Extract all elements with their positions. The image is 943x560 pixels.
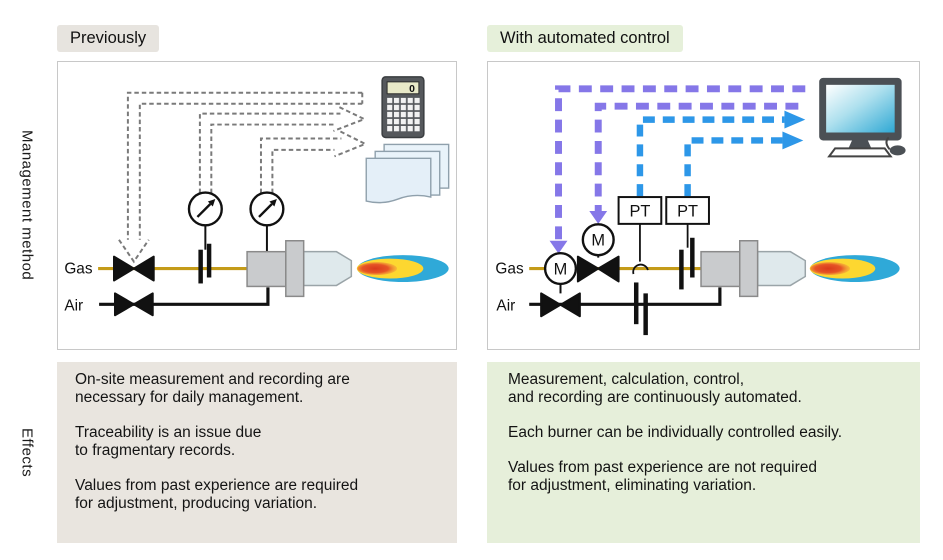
gauge1-record-arrow-shaft xyxy=(198,112,341,194)
air-orifice-plate-icon xyxy=(633,282,648,336)
svg-text:PT: PT xyxy=(629,202,650,220)
measurement-signal-pt2 xyxy=(684,137,783,197)
mouse-icon xyxy=(889,145,906,156)
svg-text:PT: PT xyxy=(677,202,698,220)
previously-diagram: 0 Air Gas xyxy=(64,76,450,317)
air-label: Air xyxy=(496,297,515,314)
burner-icon xyxy=(700,240,807,298)
automated-effects-box: Measurement, calculation, control, and r… xyxy=(487,362,920,543)
pressure-gauge-2-icon xyxy=(249,191,285,253)
automated-diagram-panel: Air Gas M M PT PT xyxy=(487,61,920,350)
pressure-transmitter-2: PT xyxy=(665,196,710,248)
row-label-effects: Effects xyxy=(18,427,36,478)
paper-records-icon xyxy=(365,143,450,204)
gas-valve-icon xyxy=(113,255,155,282)
automated-effect-3: Values from past experience are not requ… xyxy=(508,459,818,494)
air-valve-icon xyxy=(113,292,154,317)
motor-gas-valve-icon: M xyxy=(581,223,615,258)
motor-air-valve-icon: M xyxy=(543,251,578,294)
gas-line xyxy=(98,243,250,284)
gas-orifice-plate-icon xyxy=(679,237,695,290)
previously-effect-2: Traceability is an issue due to fragment… xyxy=(75,424,262,459)
air-valve-icon xyxy=(540,292,581,318)
control-arrowhead-gas xyxy=(589,210,608,224)
automated-diagram: Air Gas M M PT PT xyxy=(495,77,906,336)
measurement-signal-arrows xyxy=(636,110,806,197)
control-signal-arrows xyxy=(549,85,806,254)
previously-effect-1: On-site measurement and recording are ne… xyxy=(75,371,350,406)
burner-icon xyxy=(246,240,353,298)
flame-icon xyxy=(809,255,900,282)
air-line xyxy=(529,282,722,336)
automated-effect-1: Measurement, calculation, control, and r… xyxy=(508,371,802,406)
control-signal-gas-valve xyxy=(594,102,799,212)
gas-label: Gas xyxy=(64,261,93,278)
measurement-arrowhead-pt1 xyxy=(784,110,806,129)
calculator-display-value: 0 xyxy=(409,84,415,95)
gauge2-record-arrow-head xyxy=(334,130,368,158)
manual-adjust-arrow-head xyxy=(118,239,150,264)
calculator-icon: 0 xyxy=(381,76,425,139)
gauge2-record-arrow-shaft xyxy=(259,137,342,194)
row-label-management-method: Management method xyxy=(18,130,36,281)
previously-diagram-panel: 0 Air Gas xyxy=(57,61,457,350)
manual-record-arrows xyxy=(118,91,368,264)
automated-effect-2: Each burner can be individually controll… xyxy=(508,424,843,441)
air-label: Air xyxy=(64,297,83,314)
control-arrowhead-air xyxy=(549,240,568,254)
gas-valve-icon xyxy=(576,255,620,283)
pressure-gauge-1-icon xyxy=(187,191,223,250)
previously-badge: Previously xyxy=(57,25,160,52)
gas-line xyxy=(529,237,703,290)
pressure-transmitter-1: PT xyxy=(617,196,663,275)
siphon-loop-icon xyxy=(632,263,649,275)
measurement-signal-pt1 xyxy=(636,116,785,197)
svg-text:M: M xyxy=(554,261,568,279)
orifice-plate-icon xyxy=(198,243,212,284)
measurement-arrowhead-pt2 xyxy=(782,131,804,150)
svg-text:M: M xyxy=(591,232,605,250)
computer-icon xyxy=(819,77,906,158)
manual-adjust-arrow-shaft xyxy=(126,91,364,240)
gauge1-record-arrow-head xyxy=(333,106,367,132)
air-line xyxy=(99,287,270,317)
automated-badge: With automated control xyxy=(487,25,683,52)
previously-effects-box: On-site measurement and recording are ne… xyxy=(57,362,457,543)
control-signal-air-valve xyxy=(555,85,806,242)
gas-label: Gas xyxy=(495,261,524,278)
flame-icon xyxy=(356,255,449,282)
previously-effect-3: Values from past experience are required… xyxy=(75,477,359,512)
